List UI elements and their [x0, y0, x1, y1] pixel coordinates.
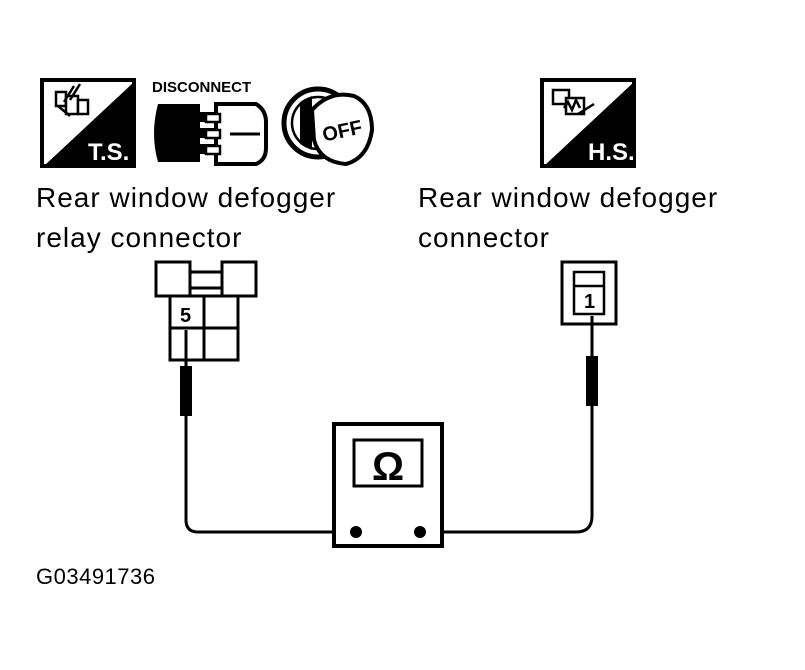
test-leads: [180, 316, 598, 534]
ts-label: T.S.: [88, 139, 129, 166]
hs-label: H.S.: [588, 139, 635, 166]
relay-connector-title-2: relay connector: [36, 222, 243, 253]
ohm-symbol: Ω: [372, 445, 404, 489]
disconnect-label: DISCONNECT: [152, 79, 251, 96]
relay-connector-title-1: Rear window defogger: [36, 182, 337, 213]
defogger-connector: 1: [560, 260, 618, 326]
disconnect-icon: DISCONNECT: [152, 79, 268, 166]
defogger-connector-title-2: connector: [418, 222, 550, 253]
hs-icon: H.S.: [540, 78, 636, 168]
ignition-off-icon: OFF: [281, 86, 375, 167]
relay-pin-label: 5: [180, 305, 191, 327]
defogger-connector-title-1: Rear window defogger: [418, 182, 719, 213]
relay-connector: 5: [154, 260, 258, 362]
defogger-pin-label: 1: [584, 291, 595, 313]
ts-icon: T.S.: [40, 78, 136, 168]
meter-terminal-left: [350, 526, 362, 538]
figure-code: G03491736: [36, 564, 156, 589]
meter-terminal-right: [414, 526, 426, 538]
ohmmeter: Ω: [332, 422, 444, 548]
